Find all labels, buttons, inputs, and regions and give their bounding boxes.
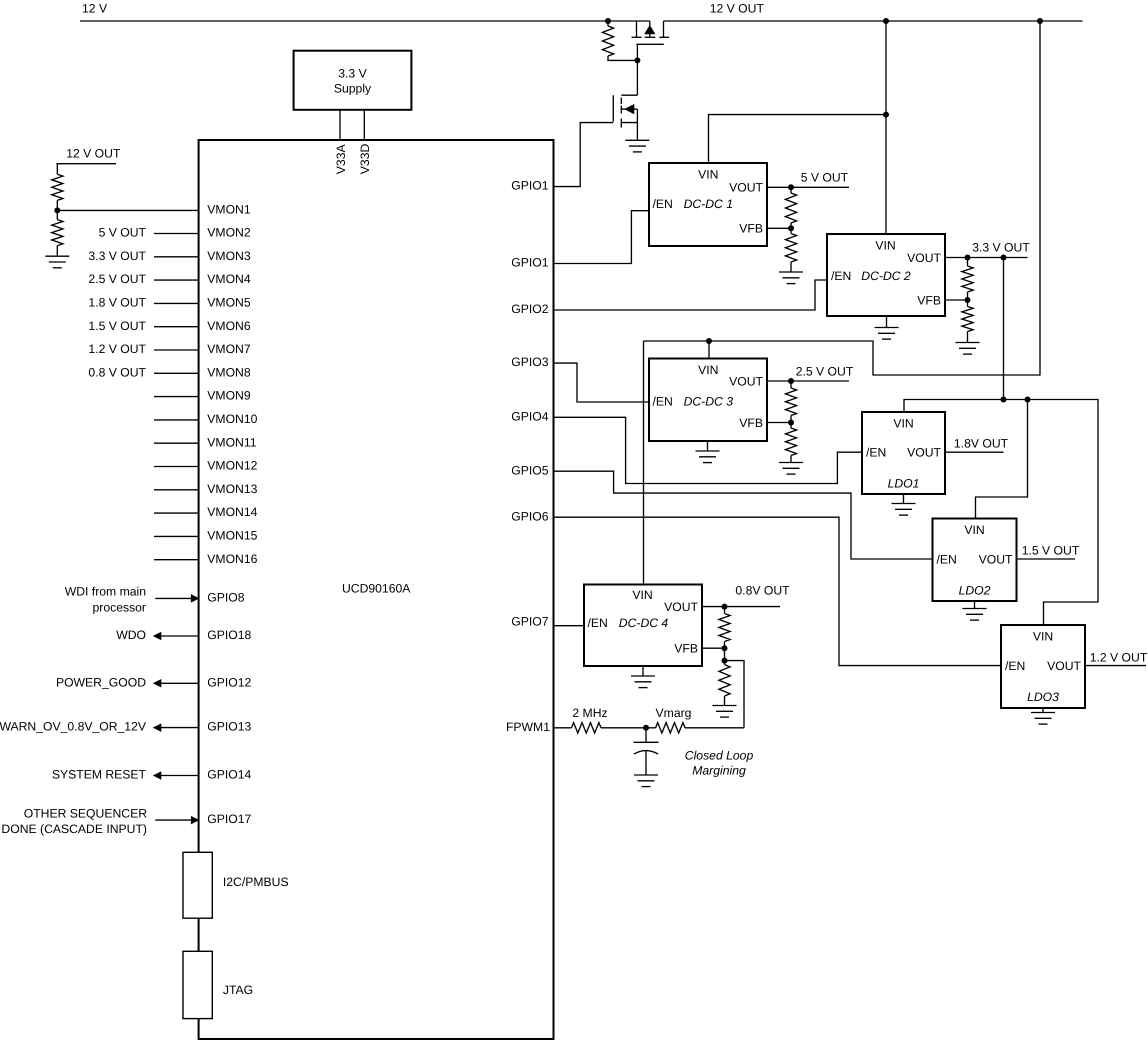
svg-text:/EN: /EN — [831, 269, 851, 283]
svg-text:VMON6: VMON6 — [207, 319, 251, 333]
svg-text:processor: processor — [92, 600, 146, 614]
svg-text:LDO3: LDO3 — [1027, 690, 1059, 704]
svg-text:UCD90160A: UCD90160A — [342, 581, 411, 595]
svg-text:DONE (CASCADE INPUT): DONE (CASCADE INPUT) — [1, 822, 147, 836]
svg-text:VIN: VIN — [632, 588, 652, 602]
svg-text:1.5 V OUT: 1.5 V OUT — [1022, 543, 1080, 557]
svg-text:VMON4: VMON4 — [207, 272, 251, 286]
svg-text:VOUT: VOUT — [1047, 659, 1081, 673]
svg-text:5 V OUT: 5 V OUT — [99, 226, 147, 240]
svg-text:DC-DC 4: DC-DC 4 — [619, 616, 669, 630]
svg-text:VFB: VFB — [739, 222, 763, 236]
svg-text:WDO: WDO — [116, 628, 146, 642]
svg-text:12 V OUT: 12 V OUT — [710, 1, 765, 15]
svg-text:GPIO5: GPIO5 — [511, 463, 548, 477]
svg-text:VOUT: VOUT — [729, 180, 763, 194]
svg-text:VOUT: VOUT — [664, 600, 698, 614]
svg-text:1.8 V OUT: 1.8 V OUT — [88, 296, 146, 310]
svg-text:OTHER SEQUENCER: OTHER SEQUENCER — [24, 806, 147, 820]
svg-text:GPIO14: GPIO14 — [207, 768, 251, 782]
svg-text:/EN: /EN — [588, 616, 608, 630]
svg-text:GPIO13: GPIO13 — [207, 720, 251, 734]
svg-text:VMON9: VMON9 — [207, 389, 251, 403]
svg-text:2.5 V OUT: 2.5 V OUT — [796, 364, 854, 378]
svg-text:GPIO17: GPIO17 — [207, 812, 251, 826]
svg-text:12 V: 12 V — [82, 2, 108, 16]
svg-text:VIN: VIN — [964, 523, 984, 537]
svg-text:VMON8: VMON8 — [207, 365, 251, 379]
svg-text:GPIO12: GPIO12 — [207, 675, 251, 689]
svg-text:VMON3: VMON3 — [207, 249, 251, 263]
svg-text:3.3 V OUT: 3.3 V OUT — [972, 240, 1030, 254]
svg-text:VFB: VFB — [917, 293, 941, 307]
svg-text:/EN: /EN — [653, 394, 673, 408]
svg-text:WARN_OV_0.8V_OR_12V: WARN_OV_0.8V_OR_12V — [0, 720, 147, 734]
svg-text:VMON7: VMON7 — [207, 342, 251, 356]
svg-text:VMON13: VMON13 — [207, 482, 257, 496]
svg-text:GPIO1: GPIO1 — [511, 179, 548, 193]
svg-text:VFB: VFB — [674, 642, 698, 656]
svg-text:1.5 V OUT: 1.5 V OUT — [88, 319, 146, 333]
svg-text:GPIO6: GPIO6 — [511, 509, 548, 523]
svg-text:VMON12: VMON12 — [207, 459, 257, 473]
svg-text:GPIO3: GPIO3 — [511, 355, 548, 369]
svg-text:VMON2: VMON2 — [207, 226, 251, 240]
svg-text:VMON14: VMON14 — [207, 505, 257, 519]
svg-text:Supply: Supply — [334, 81, 372, 95]
svg-text:VOUT: VOUT — [907, 446, 941, 460]
svg-text:0.8V OUT: 0.8V OUT — [735, 583, 790, 597]
svg-text:VMON11: VMON11 — [207, 435, 256, 449]
svg-text:V33D: V33D — [358, 144, 372, 175]
svg-text:V33A: V33A — [334, 144, 348, 175]
svg-text:I2C/PMBUS: I2C/PMBUS — [223, 875, 289, 889]
svg-text:LDO2: LDO2 — [959, 583, 991, 597]
svg-text:/EN: /EN — [937, 552, 957, 566]
svg-text:/EN: /EN — [1005, 659, 1025, 673]
svg-text:VMON16: VMON16 — [207, 552, 257, 566]
svg-text:LDO1: LDO1 — [888, 476, 920, 490]
svg-text:1.8V OUT: 1.8V OUT — [954, 436, 1009, 450]
svg-text:WDI from main: WDI from main — [65, 584, 146, 598]
svg-text:GPIO2: GPIO2 — [511, 302, 548, 316]
svg-text:VIN: VIN — [698, 167, 718, 181]
svg-text:VMON10: VMON10 — [207, 412, 257, 426]
svg-text:VIN: VIN — [698, 363, 718, 377]
svg-text:GPIO7: GPIO7 — [511, 614, 548, 628]
svg-text:VOUT: VOUT — [729, 374, 763, 388]
svg-text:POWER_GOOD: POWER_GOOD — [56, 675, 146, 689]
svg-text:FPWM1: FPWM1 — [506, 720, 550, 734]
svg-text:VIN: VIN — [893, 416, 913, 430]
svg-text:/EN: /EN — [653, 197, 673, 211]
svg-text:VOUT: VOUT — [979, 552, 1013, 566]
svg-text:GPIO18: GPIO18 — [207, 628, 251, 642]
svg-text:VFB: VFB — [739, 416, 763, 430]
svg-text:2 MHz: 2 MHz — [572, 706, 607, 720]
svg-text:3.3 V: 3.3 V — [338, 66, 367, 80]
svg-text:VMON5: VMON5 — [207, 296, 251, 310]
svg-text:2.5 V OUT: 2.5 V OUT — [88, 272, 146, 286]
svg-text:VMON1: VMON1 — [207, 202, 251, 216]
svg-text:VIN: VIN — [875, 238, 895, 252]
svg-text:JTAG: JTAG — [223, 983, 253, 997]
svg-text:VOUT: VOUT — [907, 251, 941, 265]
svg-text:VIN: VIN — [1033, 629, 1053, 643]
svg-text:3.3 V OUT: 3.3 V OUT — [88, 249, 146, 263]
svg-text:GPIO8: GPIO8 — [207, 591, 244, 605]
svg-text:GPIO1: GPIO1 — [511, 256, 548, 270]
svg-text:5 V OUT: 5 V OUT — [801, 170, 849, 184]
svg-text:VMON15: VMON15 — [207, 529, 257, 543]
svg-text:Closed Loop: Closed Loop — [685, 748, 754, 762]
svg-text:SYSTEM RESET: SYSTEM RESET — [52, 768, 147, 782]
svg-text:1.2 V OUT: 1.2 V OUT — [88, 342, 146, 356]
svg-text:Vmarg: Vmarg — [656, 706, 692, 720]
svg-text:12 V OUT: 12 V OUT — [66, 146, 121, 160]
svg-text:DC-DC 1: DC-DC 1 — [684, 197, 733, 211]
svg-text:Margining: Margining — [692, 763, 746, 777]
svg-text:DC-DC 3: DC-DC 3 — [684, 394, 734, 408]
svg-text:DC-DC 2: DC-DC 2 — [861, 269, 911, 283]
svg-text:1.2 V OUT: 1.2 V OUT — [1090, 650, 1148, 664]
svg-text:GPIO4: GPIO4 — [511, 409, 548, 423]
svg-text:/EN: /EN — [866, 446, 886, 460]
svg-text:0.8 V OUT: 0.8 V OUT — [88, 365, 146, 379]
